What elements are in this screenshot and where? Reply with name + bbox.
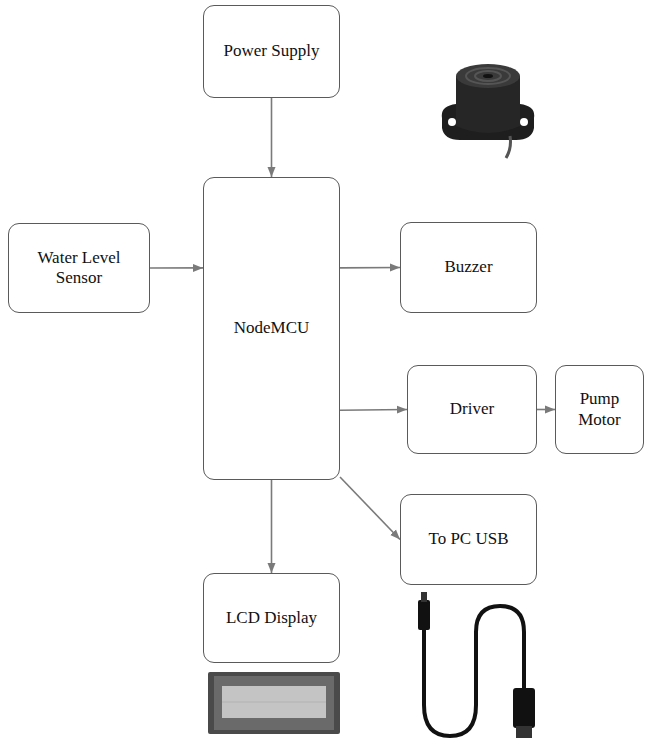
block-box: Driver [407,365,537,454]
buzzer-top [456,64,520,88]
arrow-connector [271,98,273,177]
usb-plug-tip [421,592,427,602]
block-label: To PC USB [428,529,508,549]
lcd-row [222,702,326,703]
lcd-picture [208,672,340,734]
block-label: Buzzer [444,257,492,277]
usb-plug-tip [516,726,532,738]
arrow-connector [271,480,273,573]
usb-cable [424,606,524,736]
usb-plug [418,600,430,630]
block-box: LCD Display [203,573,340,663]
block-box: To PC USB [400,494,537,585]
block-label: Pump Motor [562,389,637,430]
block-label: NodeMCU [234,318,310,338]
buzzer-ring [466,68,510,84]
arrow-connector [340,477,400,540]
arrow-connector [150,267,203,269]
lcd-bezel [214,676,334,730]
block-box: Power Supply [203,5,340,98]
block-box: NodeMCU [203,177,340,480]
buzzer-wire [506,136,511,158]
mount-hole [520,118,528,126]
arrow-connector [340,409,407,411]
lcd-frame [208,672,340,734]
buzzer-ring [475,71,501,81]
arrow-connector [340,267,400,269]
mount-hole [448,118,456,126]
block-label: LCD Display [226,608,317,628]
arrow-connector [537,409,555,411]
lcd-screen [222,686,326,718]
block-label: Power Supply [224,41,320,61]
block-box: Pump Motor [555,365,644,454]
block-label: Driver [450,399,494,419]
usb-plug [513,688,535,728]
buzzer-hole [483,74,493,78]
block-label: Water Level Sensor [15,248,143,289]
usb-cable-picture [418,592,535,738]
buzzer-picture [442,64,534,158]
block-box: Water Level Sensor [8,223,150,313]
block-box: Buzzer [400,222,537,313]
